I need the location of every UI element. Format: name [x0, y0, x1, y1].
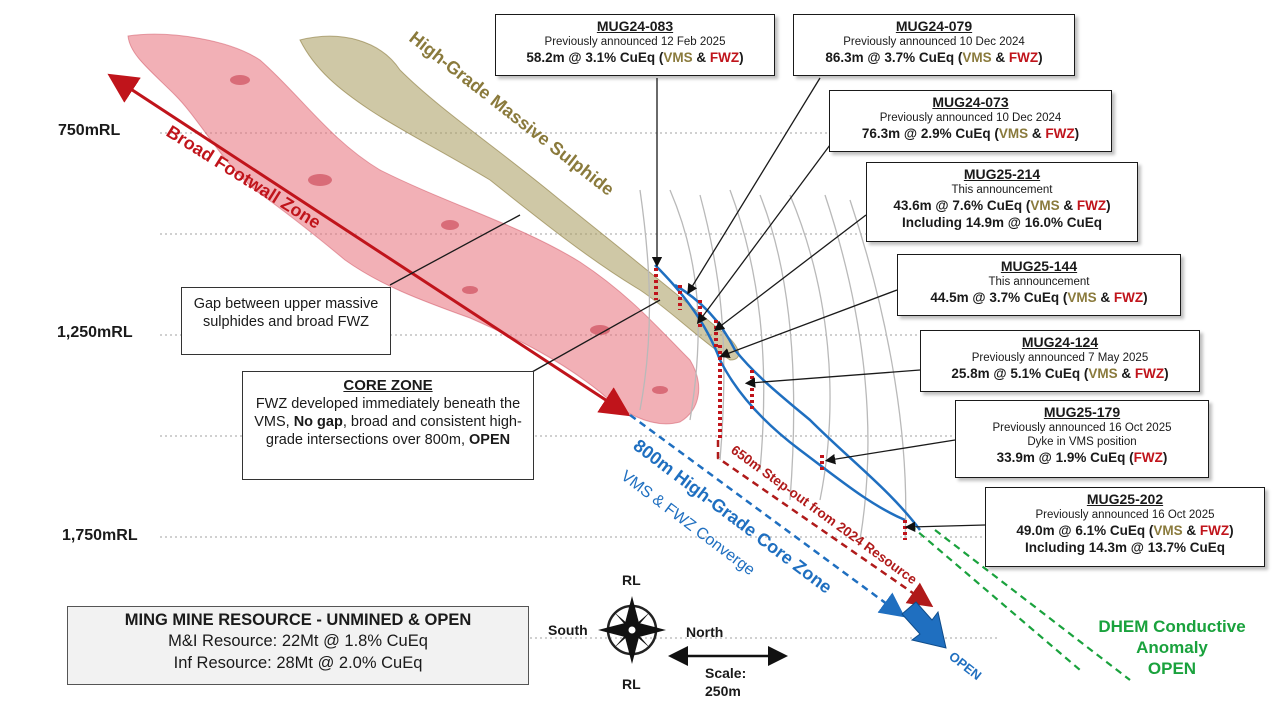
dhem-anomaly-label: DHEM Conductive Anomaly OPEN [1098, 617, 1246, 678]
compass-rl-top: RL [622, 572, 641, 588]
compass-icon [598, 596, 666, 664]
gap-note: Gap between upper massive sulphides and … [181, 287, 391, 355]
resource-mi: M&I Resource: 22Mt @ 1.8% CuEq [168, 632, 428, 650]
compass-north: North [686, 624, 724, 640]
hole-id: MUG25-144 [1000, 258, 1078, 274]
hole-result: 76.3m @ 2.9% CuEq (VMS & FWZ) [861, 126, 1080, 141]
compass-rl-bottom: RL [622, 676, 641, 692]
rl-level-1250: 1,250mRL [57, 324, 133, 341]
drill-traces [639, 189, 907, 541]
hole-note-dyke: Dyke in VMS position [1027, 436, 1137, 448]
hole-result: 49.0m @ 6.1% CuEq (VMS & FWZ) [1016, 523, 1234, 538]
hole-id: MUG25-179 [1043, 404, 1121, 420]
rl-level-750: 750mRL [58, 122, 121, 139]
resource-title: MING MINE RESOURCE - UNMINED & OPEN [124, 611, 472, 629]
hole-callout-mug24-079: MUG24-079 Previously announced 10 Dec 20… [793, 14, 1075, 76]
hole-id: MUG24-124 [1021, 334, 1099, 350]
core-zone-note: CORE ZONE FWZ developed immediately bene… [242, 371, 534, 480]
core-zone-arrow [629, 413, 906, 618]
hole-result: 86.3m @ 3.7% CuEq (VMS & FWZ) [825, 50, 1043, 65]
hole-result: 44.5m @ 3.7% CuEq (VMS & FWZ) [930, 290, 1148, 305]
hole-callout-mug25-214: MUG25-214 This announcement 43.6m @ 7.6%… [866, 162, 1138, 242]
hole-callout-mug24-124: MUG24-124 Previously announced 7 May 202… [920, 330, 1200, 392]
hole-callout-mug24-083: MUG24-083 Previously announced 12 Feb 20… [495, 14, 775, 76]
hole-callout-mug25-144: MUG25-144 This announcement 44.5m @ 3.7%… [897, 254, 1181, 316]
hole-result: 43.6m @ 7.6% CuEq (VMS & FWZ) [893, 198, 1111, 213]
hole-result: 33.9m @ 1.9% CuEq (FWZ) [996, 450, 1168, 465]
hole-callout-mug25-202: MUG25-202 Previously announced 16 Oct 20… [985, 487, 1265, 567]
hole-callout-mug25-179: MUG25-179 Previously announced 16 Oct 20… [955, 400, 1209, 478]
footwall-arrow [107, 73, 631, 417]
hole-result: 58.2m @ 3.1% CuEq (VMS & FWZ) [526, 50, 744, 65]
core-zone-label: 800m High-Grade Core Zone [630, 435, 836, 597]
scale-value: 250m [705, 683, 741, 699]
hole-id: MUG24-079 [895, 18, 973, 34]
hole-including: Including 14.3m @ 13.7% CuEq [1025, 540, 1225, 555]
hole-note: Previously announced 10 Dec 2024 [843, 36, 1025, 48]
resource-inf: Inf Resource: 28Mt @ 2.0% CuEq [173, 654, 423, 672]
hole-including: Including 14.9m @ 16.0% CuEq [902, 215, 1102, 230]
hole-id: MUG25-214 [963, 166, 1041, 182]
hole-id: MUG25-202 [1086, 491, 1164, 507]
step-out-arrow [716, 440, 934, 608]
hole-note: Previously announced 10 Dec 2024 [879, 112, 1062, 124]
resource-summary-box: MING MINE RESOURCE - UNMINED & OPEN M&I … [67, 606, 529, 685]
hole-note: Previously announced 7 May 2025 [971, 352, 1149, 364]
scale-label: Scale: [705, 665, 747, 681]
dhem-anomaly-lines [909, 524, 1131, 681]
compass-south: South [548, 622, 588, 638]
rl-level-1750: 1,750mRL [62, 527, 138, 544]
hole-note: This announcement [951, 184, 1053, 196]
hole-result: 25.8m @ 5.1% CuEq (VMS & FWZ) [951, 366, 1169, 381]
hole-id: MUG24-083 [596, 18, 674, 34]
core-zone-title: CORE ZONE [343, 377, 433, 394]
hole-note: Previously announced 16 Oct 2025 [992, 422, 1172, 434]
hole-note: Previously announced 12 Feb 2025 [544, 36, 726, 48]
hole-note: Previously announced 16 Oct 2025 [1035, 509, 1215, 521]
hole-callout-mug24-073: MUG24-073 Previously announced 10 Dec 20… [829, 90, 1112, 152]
open-label: OPEN [946, 649, 984, 684]
open-arrow [901, 601, 947, 649]
hole-id: MUG24-073 [932, 94, 1009, 110]
hole-note: This announcement [988, 276, 1090, 288]
leader-lines [389, 77, 986, 533]
core-zone-contacts [654, 264, 921, 531]
